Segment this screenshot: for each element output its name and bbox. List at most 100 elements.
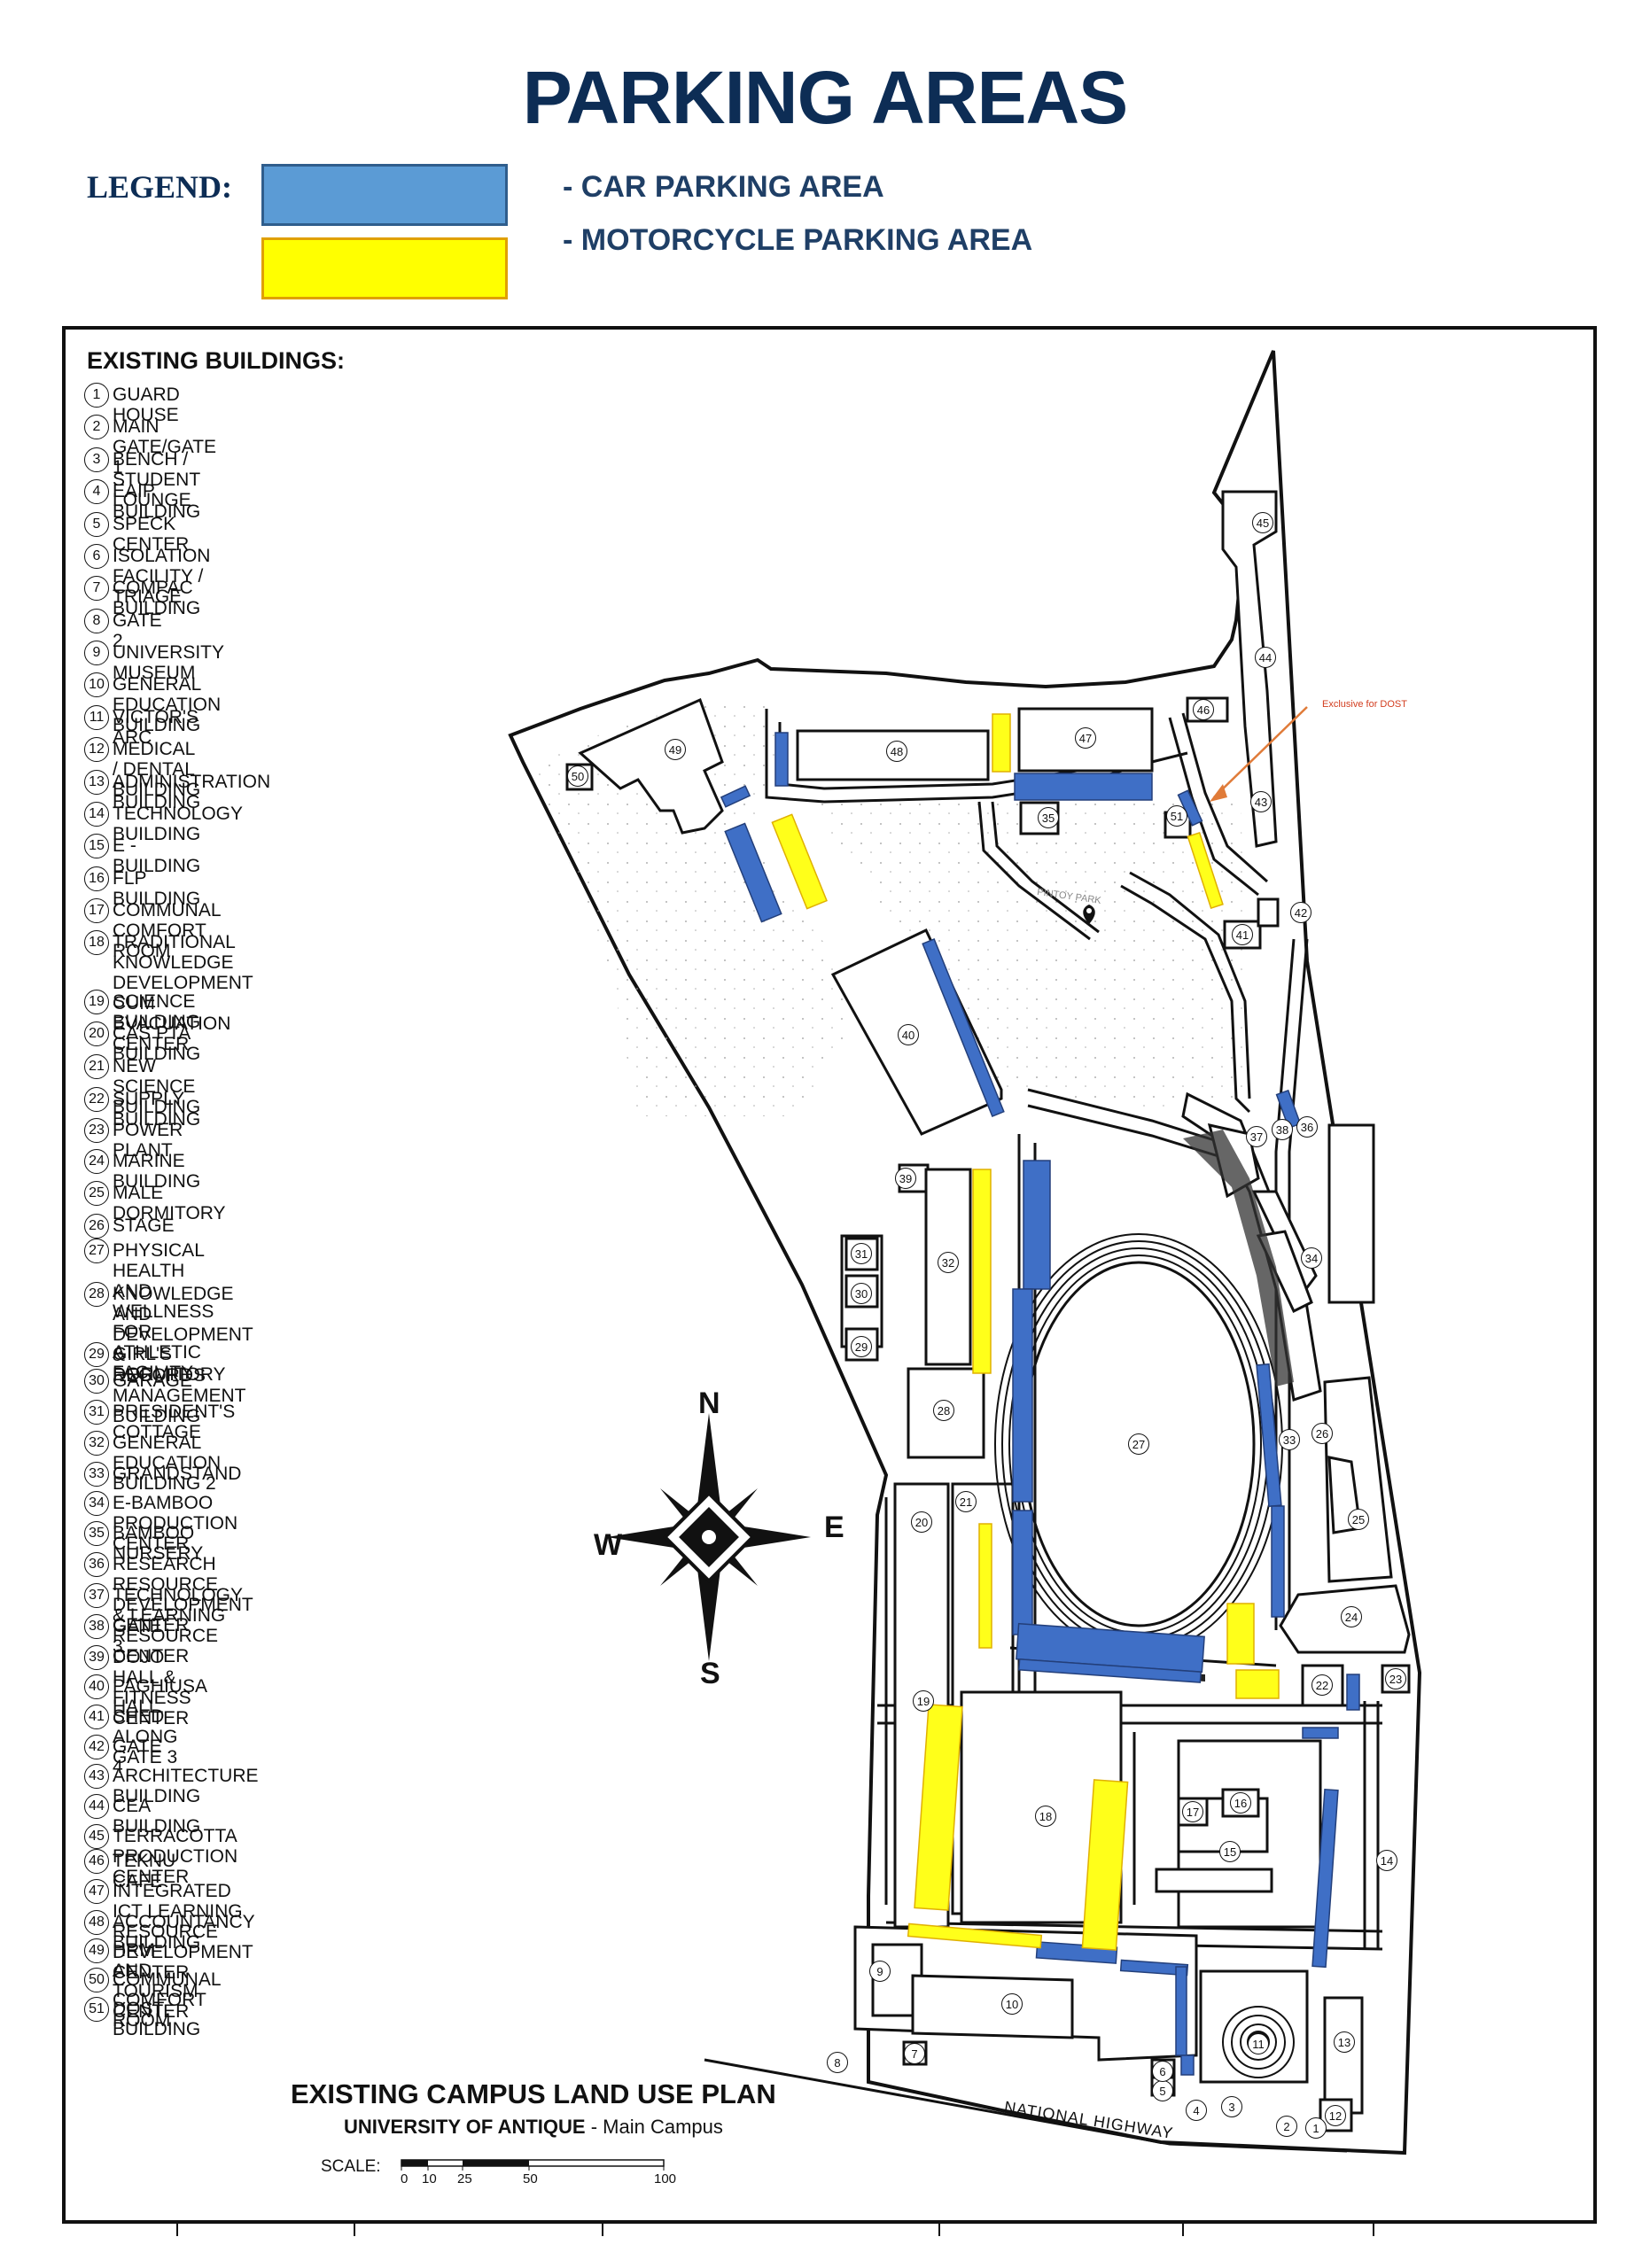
building-name: TRADITIONAL KNOWLEDGE DEVELOPMENT CUM EV… xyxy=(113,932,253,1054)
map-marker: 39 xyxy=(895,1168,916,1189)
map-marker: 22 xyxy=(1311,1674,1333,1696)
building-name: GENERAL EDUCATION BUILDING xyxy=(113,674,222,735)
map-marker: 32 xyxy=(938,1252,959,1273)
map-marker: 33 xyxy=(1279,1429,1300,1450)
national-highway-edge xyxy=(704,2058,1348,2153)
map-marker: 42 xyxy=(1290,902,1311,923)
building-name: GATE 3 xyxy=(113,1616,162,1657)
compass-rose-icon xyxy=(607,1413,811,1661)
building-name: MARINE BUILDING xyxy=(113,1151,201,1192)
building-number: 17 xyxy=(84,898,109,923)
building-name: PHYSICAL HEALTH AND WELLNESS FOR ATHLETI… xyxy=(113,1240,214,1383)
map-marker: 24 xyxy=(1341,1606,1362,1627)
map-marker: 41 xyxy=(1232,924,1253,945)
page-title: PARKING AREAS xyxy=(522,56,1128,139)
building-name: SHED ALONG GATE 3 xyxy=(113,1706,178,1767)
building-name: PAGHIUSA HALL xyxy=(113,1676,206,1717)
building-number: 10 xyxy=(84,672,109,697)
building-name: GATE 2 xyxy=(113,610,162,651)
compass-east: E xyxy=(824,1511,844,1544)
building-number: 37 xyxy=(84,1583,109,1608)
scale-label: SCALE: xyxy=(321,2157,381,2176)
legend-item-motorcycle: - MOTORCYCLE PARKING AREA xyxy=(563,223,1033,257)
compass-west: W xyxy=(594,1528,623,1562)
building-number: 32 xyxy=(84,1431,109,1456)
map-marker: 49 xyxy=(665,739,686,760)
legend-swatch-car xyxy=(261,164,508,226)
building-name: EAIP BUILDING xyxy=(113,481,201,522)
map-marker: 6 xyxy=(1152,2061,1173,2082)
building-name: POWER PLANT xyxy=(113,1120,183,1161)
building-number: 16 xyxy=(84,866,109,891)
building-name: E - BUILDING xyxy=(113,835,201,876)
building-number: 33 xyxy=(84,1462,109,1487)
map-marker: 1 xyxy=(1305,2117,1327,2139)
building-name: FLP BUILDING xyxy=(113,868,201,909)
map-marker: 14 xyxy=(1376,1850,1397,1871)
dost-arrow xyxy=(1213,706,1308,798)
building-number: 38 xyxy=(84,1614,109,1639)
building-name: GUARD HOUSE xyxy=(113,384,180,425)
building-name: PRESIDENT'S COTTAGE xyxy=(113,1402,236,1442)
map-marker: 27 xyxy=(1128,1433,1149,1455)
map-marker: 48 xyxy=(886,741,907,762)
map-marker: 46 xyxy=(1193,699,1214,720)
map-marker: 17 xyxy=(1182,1801,1203,1822)
map-marker: 11 xyxy=(1248,2033,1269,2054)
building-number: 35 xyxy=(84,1521,109,1546)
buildings-heading: EXISTING BUILDINGS: xyxy=(87,347,346,374)
park-pin-icon xyxy=(1083,905,1095,924)
map-marker: 9 xyxy=(869,1961,891,1982)
building-name: SCIENCE BUILDING xyxy=(113,991,201,1032)
building-name: MEDICAL / DENTAL BUILDING xyxy=(113,739,201,800)
map-marker: 28 xyxy=(933,1400,954,1421)
scale-tick-label: 25 xyxy=(457,2171,472,2186)
map-marker: 2 xyxy=(1276,2116,1297,2137)
map-marker: 8 xyxy=(827,2052,848,2073)
scale-tick-label: 100 xyxy=(654,2171,677,2186)
building-name: VICTOR'S ARC xyxy=(113,707,198,748)
building-name: BAMBOO NURSERY xyxy=(113,1523,204,1564)
legend-swatch-motorcycle xyxy=(261,237,508,299)
building-number: 43 xyxy=(84,1764,109,1789)
grandstand xyxy=(1183,1130,1294,1386)
building-name: DOJO HALL & FITNESS CENTER xyxy=(113,1647,191,1728)
map-marker: 7 xyxy=(904,2043,925,2064)
building-name: MAIN GATE/GATE 1 xyxy=(113,416,217,478)
plan-title: EXISTING CAMPUS LAND USE PLAN xyxy=(291,2078,776,2109)
scale-tick-label: 50 xyxy=(523,2171,538,2186)
open-grounds xyxy=(532,700,851,1116)
building-name: GARAGE xyxy=(113,1371,192,1391)
building-number: 18 xyxy=(84,930,109,955)
building-number: 4 xyxy=(84,479,109,504)
map-marker: 23 xyxy=(1385,1668,1406,1689)
map-marker: 3 xyxy=(1221,2096,1242,2117)
frame-bottom-ticks xyxy=(176,2222,1374,2236)
plan-subtitle-university: UNIVERSITY OF ANTIQUE xyxy=(344,2116,586,2138)
building-name: KNOWLEDGE AND DEVELOPMENT & RECORDS MANA… xyxy=(113,1284,253,1426)
building-number: 23 xyxy=(84,1118,109,1143)
